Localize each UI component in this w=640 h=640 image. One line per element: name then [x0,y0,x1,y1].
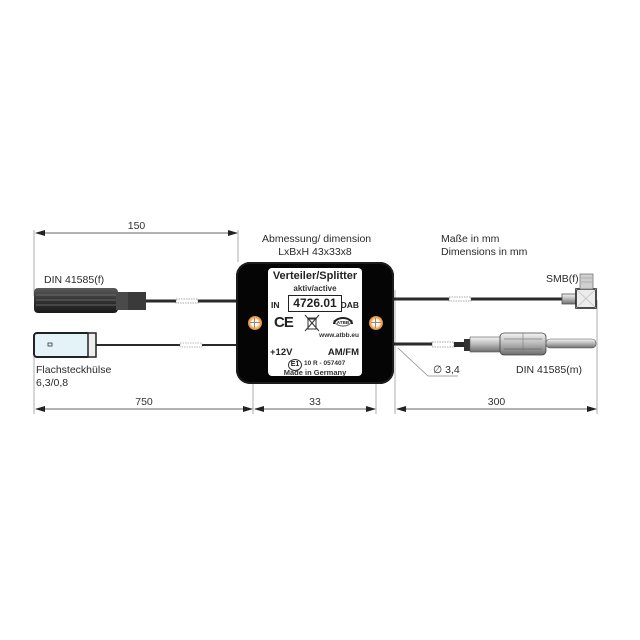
din-female-connector [34,288,146,313]
dimension-size: LxBxH 43x33x8 [278,246,352,258]
ce-mark-icon: CE [274,314,294,331]
dimension-300-label: 300 [487,396,506,408]
svg-text:ATBB: ATBB [337,320,350,325]
diameter-leader [397,347,458,377]
input-label: IN [271,300,280,310]
din-male-connector [464,332,597,356]
screw-right-icon [369,316,383,330]
cable-top-right [392,296,563,302]
dab-output-label: DAB [340,300,359,310]
label-plate: Verteiler/Splitter aktiv/active IN 4726.… [268,268,362,377]
part-number: 4726.01 [288,295,342,312]
power-label: +12V [270,347,293,358]
splitter-device: Verteiler/Splitter aktiv/active IN 4726.… [236,262,394,384]
e1-approval-icon: E1 [288,359,302,371]
website-text: www.atbb.eu [319,332,359,339]
dimension-750-label: 750 [135,396,153,408]
cable-bottom-right [392,341,476,348]
device-title: Verteiler/Splitter [272,270,358,282]
cable-diameter-label: ∅ 3,4 [433,364,460,376]
screw-left-icon [248,316,262,330]
cable-top-left [146,298,238,304]
dimension-title: Abmessung/ dimension [262,233,372,245]
din-female-label: DIN 41585(f) [44,274,105,286]
flat-connector [33,332,97,358]
weee-bin-icon [304,314,320,332]
flat-connector-label: Flachsteckhülse [36,364,112,376]
units-en: Dimensions in mm [441,246,528,258]
atbb-logo-icon: ATBB [333,317,353,327]
dimension-150-label: 150 [127,220,146,232]
smb-connector [561,273,597,309]
units-de: Maße in mm [441,233,500,245]
dimension-33-label: 33 [309,396,321,408]
approval-number: 10 R - 057407 [304,360,346,367]
origin-label: Made in Germany [283,368,347,377]
din-male-label: DIN 41585(m) [516,364,582,376]
smb-label: SMB(f) [546,273,579,285]
flat-connector-size: 6,3/0,8 [36,377,69,389]
device-subtitle: aktiv/active [293,284,337,293]
cable-bottom-left [96,342,238,348]
amfm-output-label: AM/FM [327,347,359,358]
